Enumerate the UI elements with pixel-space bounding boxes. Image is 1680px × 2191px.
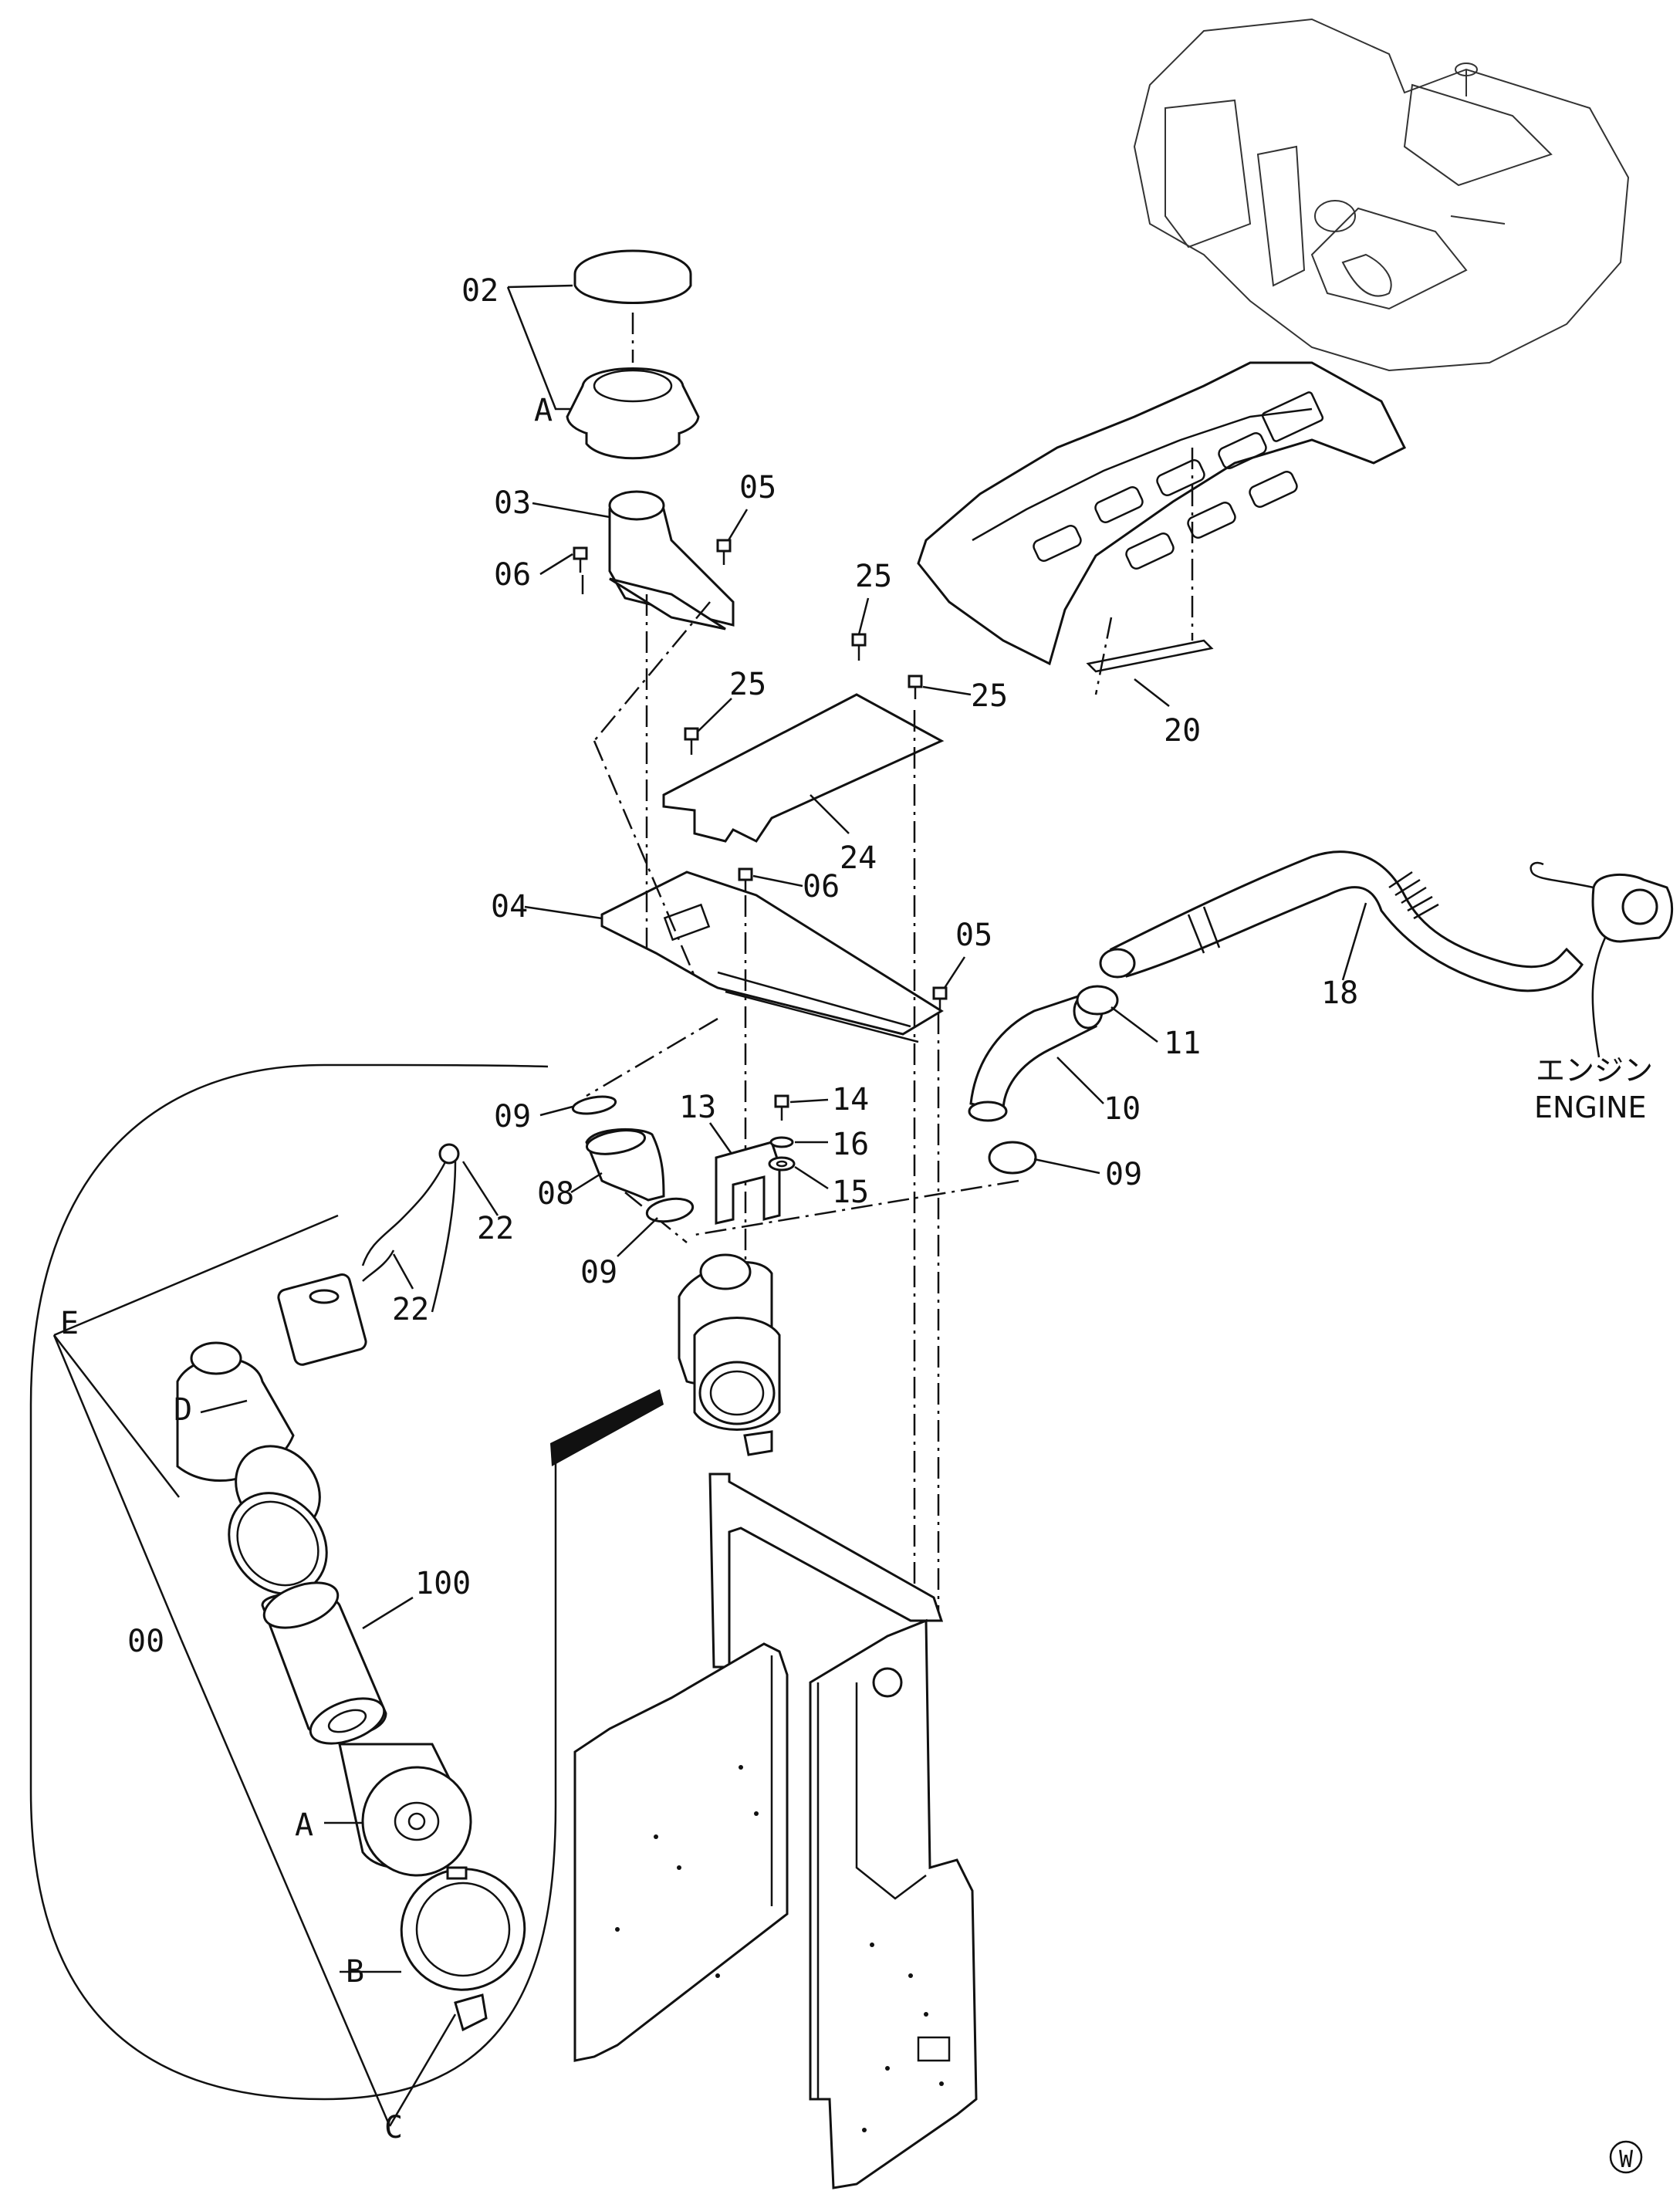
bolt-06-top — [573, 546, 588, 573]
label-100: 100 — [415, 1566, 471, 1601]
part-20-cover — [917, 361, 1407, 673]
bolt-05-mid — [932, 986, 948, 1013]
label-05-top: 05 — [739, 470, 776, 505]
label-11: 11 — [1164, 1026, 1201, 1061]
bolt-25-a — [851, 633, 867, 661]
label-E: E — [60, 1306, 79, 1341]
detail-element-100 — [261, 1581, 387, 1745]
label-06-top: 06 — [494, 557, 531, 593]
corner-mark: W — [1609, 2140, 1643, 2174]
panel-left — [573, 1642, 789, 2062]
part-labels: 02 A 03 05 06 25 25 25 20 24 04 06 05 18… — [60, 273, 1653, 2145]
part-03-pipe — [608, 490, 735, 631]
detail-cover-B — [400, 1866, 526, 1991]
detail-callout-outline — [29, 1063, 557, 2101]
label-00: 00 — [127, 1624, 164, 1659]
bolt-25-b — [908, 675, 923, 699]
detail-pointer-arrow — [550, 1389, 664, 1466]
label-A-top: A — [534, 393, 553, 428]
detail-cover-A — [338, 1743, 472, 1877]
label-20: 20 — [1164, 713, 1201, 749]
part-11-clamp — [1076, 985, 1119, 1016]
label-13: 13 — [679, 1090, 716, 1125]
part-A-precleaner — [566, 367, 700, 460]
label-22-b: 22 — [392, 1292, 429, 1327]
label-02: 02 — [461, 273, 499, 309]
part-16-washer — [769, 1136, 794, 1148]
label-D: D — [174, 1392, 192, 1428]
engine-turbo — [1530, 861, 1674, 943]
corner-mark-letter: W — [1619, 2146, 1634, 2173]
part-15-washer — [768, 1156, 796, 1172]
label-03: 03 — [494, 485, 531, 521]
label-25-b: 25 — [971, 678, 1008, 714]
detail-housing — [176, 1341, 328, 1595]
detail-sensor-wiring — [277, 1143, 460, 1366]
leader-lines — [52, 284, 1367, 2127]
label-08: 08 — [537, 1176, 574, 1212]
label-09-bottom: 09 — [580, 1255, 617, 1290]
label-15: 15 — [832, 1175, 869, 1210]
label-engine-en: ENGINE — [1534, 1090, 1647, 1124]
label-09-top: 09 — [494, 1099, 531, 1134]
label-A-detail: A — [295, 1807, 313, 1843]
chain-line-20b — [1094, 617, 1113, 695]
label-24: 24 — [840, 840, 877, 876]
label-B: B — [346, 1954, 364, 1990]
part-08-elbow — [585, 1128, 665, 1202]
part-02-cap — [573, 249, 692, 304]
guide-lines — [581, 575, 1019, 1621]
label-06-mid: 06 — [803, 869, 840, 904]
engine-leader — [1591, 937, 1607, 1058]
panel-right — [809, 1618, 978, 2189]
part-18-hose — [1099, 850, 1584, 992]
label-16: 16 — [832, 1127, 869, 1162]
excavator-overview — [1133, 18, 1630, 372]
label-25-a: 25 — [855, 559, 892, 594]
label-14: 14 — [832, 1082, 869, 1117]
label-25-c: 25 — [729, 667, 766, 702]
label-C: C — [384, 2110, 403, 2145]
part-09-clamp-bottom — [645, 1197, 695, 1223]
part-09-clamp-right — [988, 1141, 1037, 1175]
label-09-right: 09 — [1105, 1157, 1142, 1192]
air-cleaner-assembly — [678, 1253, 781, 1456]
part-24-plate — [662, 693, 945, 843]
part-10-hose — [968, 992, 1104, 1122]
bolt-25-c — [684, 727, 699, 755]
label-04: 04 — [491, 889, 528, 925]
label-10: 10 — [1104, 1091, 1141, 1127]
part-13-bracket — [715, 1141, 781, 1225]
bolt-05-top — [716, 539, 732, 565]
part-09-clamp-top — [571, 1095, 617, 1115]
label-22-a: 22 — [477, 1211, 514, 1246]
label-engine-jp: エンジン — [1536, 1053, 1653, 1087]
part-04-bracket — [600, 871, 944, 1043]
label-05-mid: 05 — [955, 918, 992, 953]
label-18: 18 — [1321, 975, 1358, 1011]
part-14-bolt — [774, 1094, 789, 1121]
detail-valve-C — [454, 1993, 488, 2032]
